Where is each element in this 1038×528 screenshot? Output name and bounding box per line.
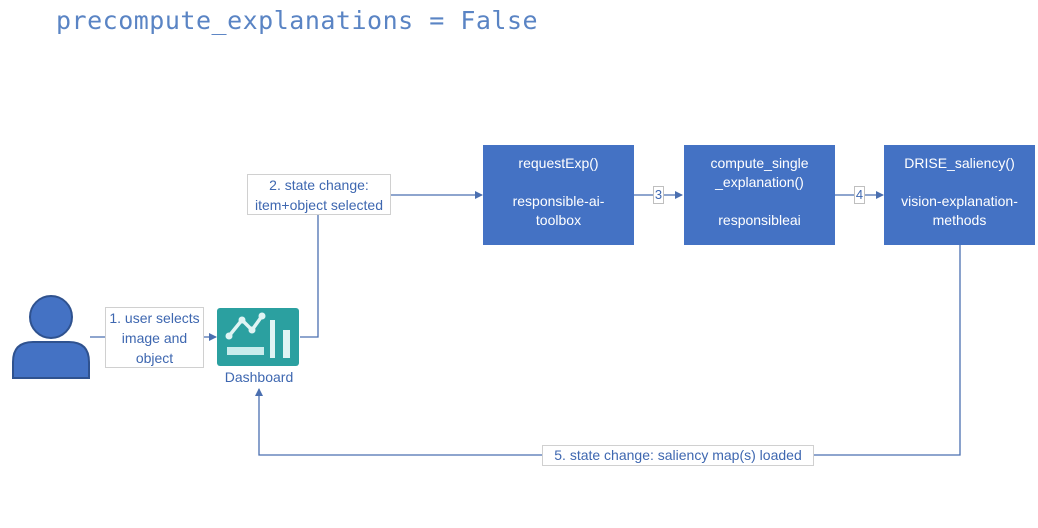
compute-single-explanation-box: compute_single _explanation() responsibl… — [684, 145, 835, 245]
step1-label: 1. user selects image and object — [105, 307, 204, 368]
step2-line2: item+object selected — [254, 197, 384, 213]
drise-saliency-box: DRISE_saliency() vision-explanation- met… — [884, 145, 1035, 245]
request-exp-package-line2: toolbox — [535, 212, 582, 228]
user-icon — [12, 295, 90, 379]
dashboard-chart-icon — [217, 308, 299, 366]
request-exp-package: responsible-ai- toolbox — [483, 192, 634, 230]
drise-package-line1: vision-explanation- — [901, 193, 1018, 209]
drise-package: vision-explanation- methods — [884, 192, 1035, 230]
step1-line1: 1. user selects — [109, 310, 200, 326]
compute-function-line1: compute_single — [710, 155, 809, 171]
page-title: precompute_explanations = False — [56, 6, 539, 35]
step1-line3: object — [135, 350, 174, 366]
arrow-dashboard-to-request — [300, 191, 483, 338]
drise-function: DRISE_saliency() — [904, 155, 1015, 171]
arrow-drise-to-dashboard — [255, 245, 961, 456]
compute-package: responsibleai — [718, 212, 801, 228]
step1-line2: image and — [121, 330, 188, 346]
dashboard-caption: Dashboard — [224, 369, 294, 385]
request-exp-function: requestExp() — [518, 155, 599, 171]
request-exp-box: requestExp() responsible-ai- toolbox — [483, 145, 634, 245]
step2-label: 2. state change: item+object selected — [247, 174, 391, 215]
request-exp-package-line1: responsible-ai- — [512, 193, 605, 209]
step5-label: 5. state change: saliency map(s) loaded — [542, 445, 814, 466]
step3-label: 3 — [653, 186, 664, 204]
compute-function-line2: _explanation() — [715, 174, 804, 190]
step4-label: 4 — [854, 186, 865, 204]
step2-line1: 2. state change: — [269, 177, 369, 193]
drise-package-line2: methods — [932, 212, 987, 228]
